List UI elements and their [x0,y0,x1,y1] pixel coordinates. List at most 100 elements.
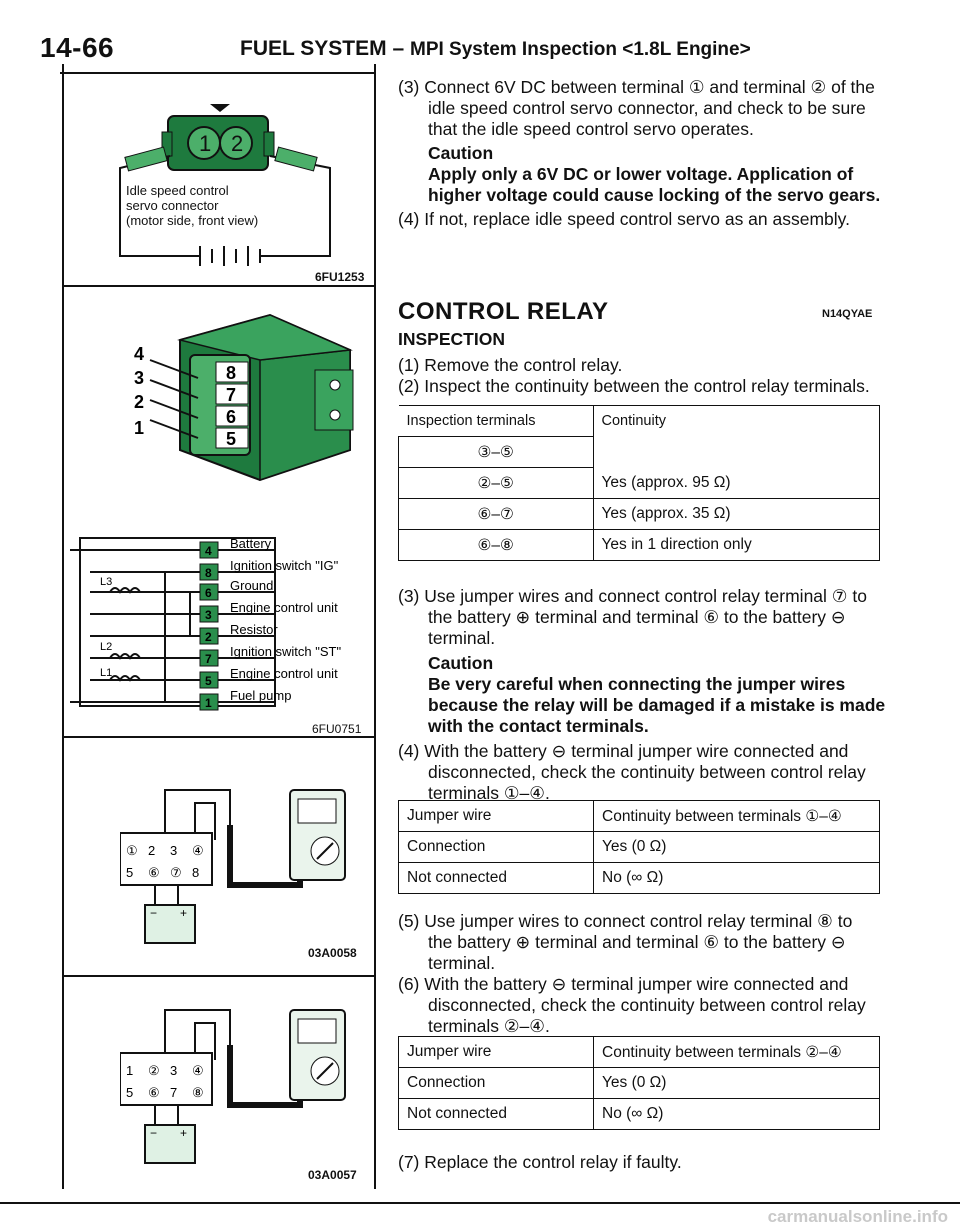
header-jumper-wire: Jumper wire [398,1036,594,1068]
continuity-table-2-4: Jumper wire Continuity between terminals… [398,1036,880,1130]
step-6-line-2: disconnected, check the continuity betwe… [428,995,866,1015]
title-sub: MPI System Inspection <1.8L Engine> [410,39,751,60]
relay-steps-5-6: (5) Use jumper wires to connect control … [398,911,886,1037]
servo-connector-figure: 1 2 Idle speed control servo connector (… [100,96,360,271]
circuit-labels: Battery Ignition switch "IG" Ground Engi… [230,536,341,703]
jumper-state-cell: Not connected [398,1098,594,1130]
circuit-label-ig: Ignition switch "IG" [230,558,339,573]
battery-minus: − [150,906,157,920]
relay-pin-5: 5 [226,429,236,449]
section-code: N14QYAE [822,308,873,320]
control-relay-drawing: 8 7 6 5 4 3 2 1 [134,313,354,482]
circuit-label-fuel-pump: Fuel pump [230,688,291,703]
coil-l1-label: L1 [100,667,112,679]
table-row: ⑥–⑦ Yes (approx. 35 Ω) [398,498,880,530]
relay-cell-1: ① [126,843,138,858]
relay2-cell-4: ④ [192,1063,204,1078]
terminals-cell: ⑥–⑧ [398,529,594,561]
footer-rule [0,1202,960,1204]
table-header-row: Inspection terminals Continuity [398,405,880,437]
relay-cell-4: ④ [192,843,204,858]
relay2-cell-5: 5 [126,1085,133,1100]
jumper-test-figure-2: − + 1 ② 3 ④ 5 ⑥ 7 ⑧ [120,1005,360,1175]
continuity-result-cell: No (∞ Ω) [593,1098,880,1130]
terminal-8: 8 [205,566,212,580]
step-2: (2) Inspect the continuity between the c… [398,376,870,396]
relay2-cell-3: 3 [170,1063,177,1078]
step-5-line-3: terminal. [428,953,496,973]
step-4: (4) If not, replace idle speed control s… [398,209,850,229]
servo-label-3: (motor side, front view) [126,213,258,228]
inspection-table: Inspection terminals Continuity ③–⑤ ②–⑤ … [398,405,880,561]
continuity-cell: Yes (approx. 95 Ω) [593,467,880,499]
terminals-cell: ③–⑤ [398,436,594,468]
header-jumper-wire: Jumper wire [398,800,594,832]
figure-divider-1 [62,285,376,287]
watermark: carmanualsonline.info [767,1207,948,1226]
header-continuity: Continuity [593,405,880,437]
step-5-line-1: (5) Use jumper wires to connect control … [398,911,853,931]
table-row: ②–⑤ Yes (approx. 95 Ω) [398,467,880,499]
step-3-line-3: that the idle speed control servo operat… [428,119,754,139]
relay-pin-3: 3 [134,368,144,388]
servo-connector-diagram: 1 2 Idle speed control servo connector (… [119,104,331,266]
relay2-cell-2: ② [148,1063,160,1078]
relay-pin-7: 7 [226,385,236,405]
step-7: (7) Replace the control relay if faulty. [398,1152,682,1172]
figure-divider-2 [62,736,376,738]
relay-cell-2: 2 [148,843,155,858]
relay-pin-8: 8 [226,363,236,383]
control-relay-figure: 8 7 6 5 4 3 2 1 [120,300,360,490]
circuit-label-ecu-2: Engine control unit [230,666,338,681]
header-inspection-terminals: Inspection terminals [398,405,594,437]
relay2-cell-6: ⑥ [148,1085,160,1100]
page-header: 14-66 FUEL SYSTEM – MPI System Inspectio… [40,32,940,63]
circuit-label-battery: Battery [230,536,272,551]
terminal-7: 7 [205,652,212,666]
table-row: Connection Yes (0 Ω) [398,831,880,863]
table-row: ⑥–⑧ Yes in 1 direction only [398,529,880,561]
relay-pin-2: 2 [134,392,144,412]
terminal-3: 3 [205,608,212,622]
jumper-test-diagram-1: − + ① 2 3 ④ 5 ⑥ ⑦ 8 [120,789,346,944]
jumper-state-cell: Not connected [398,862,594,894]
continuity-result-cell: No (∞ Ω) [593,862,880,894]
header-continuity-2-4: Continuity between terminals ②–④ [593,1036,880,1068]
column-divider [374,64,376,1189]
continuity-result-cell: Yes (0 Ω) [593,1067,880,1099]
relay-pin-1: 1 [134,418,144,438]
terminals-cell: ⑥–⑦ [398,498,594,530]
table-row: Connection Yes (0 Ω) [398,1067,880,1099]
battery-plus-2: + [180,1126,187,1140]
terminal-boxes [199,541,219,711]
relay-cell-8: 8 [192,865,199,880]
table-header-row: Jumper wire Continuity between terminals… [398,1036,880,1068]
caution-2-line-2: because the relay will be damaged if a m… [428,695,886,715]
step-3-line-3b: terminal. [428,628,496,648]
battery-plus: + [180,906,187,920]
page-number: 14-66 [40,32,115,63]
relay-pin-6: 6 [226,407,236,427]
relay2-cell-1: 1 [126,1063,133,1078]
figure-code-3: 6FU0751 [312,722,362,736]
caution-1-title: Caution [428,143,494,163]
table-header-row: Jumper wire Continuity between terminals… [398,800,880,832]
figure-code-5: 03A0057 [308,1168,357,1182]
continuity-cell: Yes in 1 direction only [593,529,880,561]
servo-label-1: Idle speed control [126,183,229,198]
table-row: Not connected No (∞ Ω) [398,862,880,894]
caution-2-title: Caution [428,653,494,673]
relay-circuit-figure: L3 L2 L1 4 8 6 3 2 7 5 1 Battery Ignitio… [70,530,370,715]
title-main: FUEL SYSTEM – [240,37,405,60]
step-5-line-2: the battery ⊕ terminal and terminal ⑥ to… [428,932,846,952]
relay-cell-5: 5 [126,865,133,880]
step-3-line-1: (3) Connect 6V DC between terminal ① and… [398,77,875,97]
relay-steps-3-4: (3) Use jumper wires and connect control… [398,586,886,804]
inspection-heading: INSPECTION [398,329,505,349]
caution-1-line-2: higher voltage could cause locking of th… [428,185,881,205]
jumper-test-figure-1: − + ① 2 3 ④ 5 ⑥ ⑦ 8 [120,785,360,955]
jumper-state-cell: Connection [398,1067,594,1099]
figure-code-1: 6FU1253 [315,270,365,284]
relay2-cell-7: 7 [170,1085,177,1100]
section-title: CONTROL RELAY [398,298,609,325]
